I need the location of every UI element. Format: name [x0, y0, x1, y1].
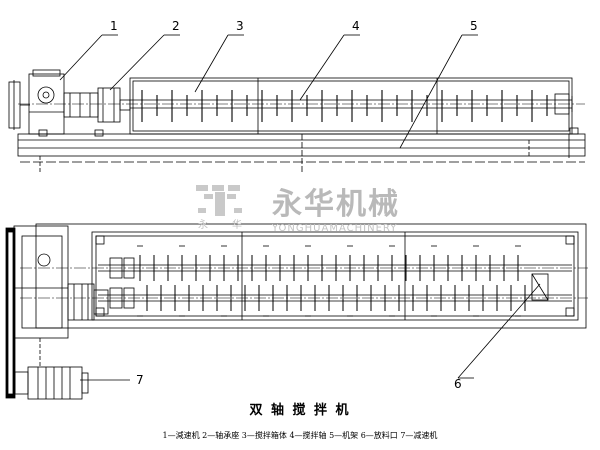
watermark-logo	[196, 185, 242, 216]
watermark-logo-char-2: 华	[232, 218, 242, 231]
plan-reducer	[13, 225, 69, 339]
side-pulley	[8, 81, 21, 129]
side-mixing-tank	[129, 77, 573, 135]
callout-3: 3	[236, 19, 244, 33]
side-frame	[17, 133, 586, 157]
plan-view	[5, 223, 588, 400]
leader-lines	[59, 34, 541, 381]
watermark-company-en: YONGHUAMACHINERY	[271, 223, 397, 234]
plan-discharge-outlet	[531, 273, 549, 301]
watermark: 永 华 永华机械 YONGHUAMACHINERY	[196, 185, 400, 234]
drawing-title: 双 轴 搅 拌 机	[249, 402, 350, 418]
watermark-company-cn: 永华机械	[272, 187, 400, 222]
callout-7: 7	[136, 373, 144, 387]
drawing-legend: 1—減速机 2—轴承座 3—搅拌箱体 4—搅拌轴 5—机架 6—放料口 7—减速…	[163, 430, 438, 440]
side-view	[8, 69, 586, 172]
callout-4: 4	[352, 19, 360, 33]
callout-5: 5	[470, 19, 478, 33]
plan-motor	[27, 366, 83, 400]
callout-1: 1	[110, 19, 118, 33]
side-paddles	[141, 90, 548, 122]
plan-mixing-tank	[35, 223, 587, 329]
watermark-logo-char-1: 永	[198, 218, 208, 231]
side-bearing-seat	[97, 87, 121, 123]
callout-6: 6	[454, 377, 462, 391]
callout-2: 2	[172, 19, 180, 33]
plan-paddles	[137, 245, 526, 317]
